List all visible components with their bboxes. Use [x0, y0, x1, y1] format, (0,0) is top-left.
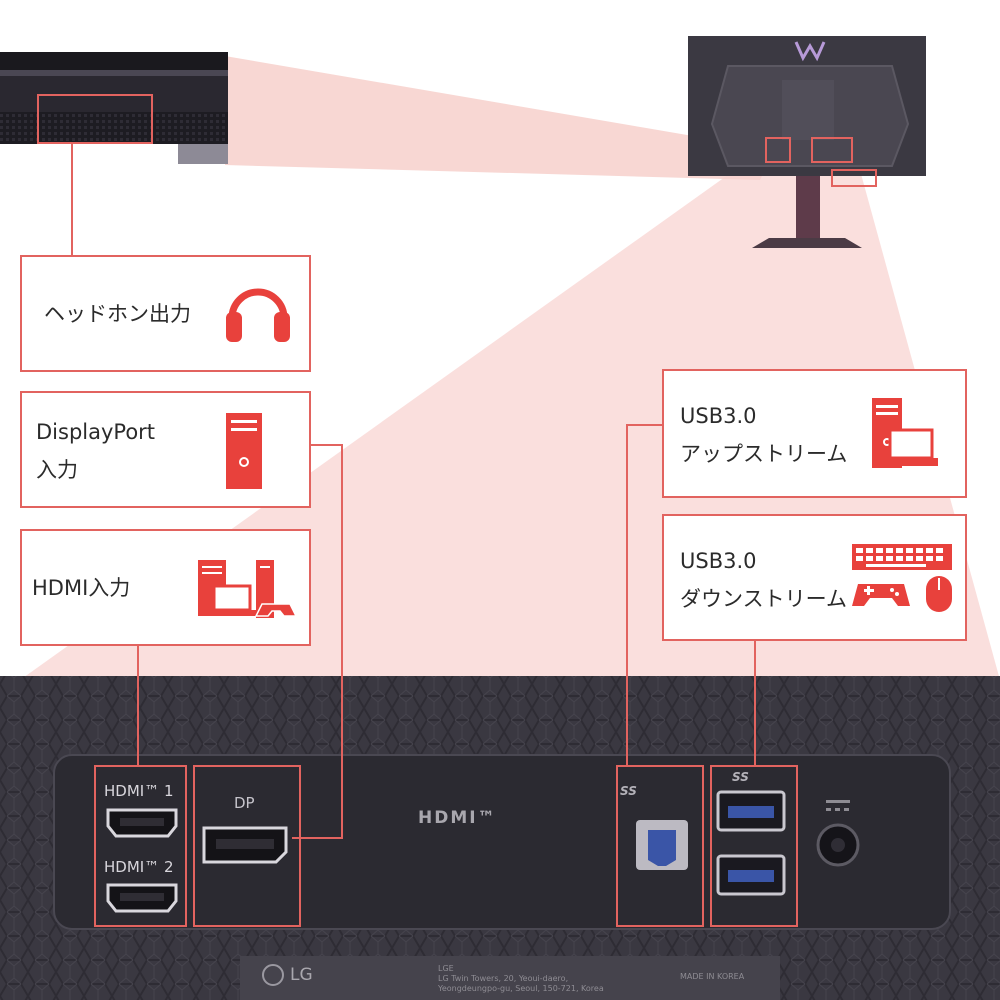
usb-superspeed-downstream-mark: SS — [732, 770, 749, 784]
usb-a-downstream-port-1 — [716, 790, 786, 832]
headphone-output-label: ヘッドホン出力 — [44, 302, 191, 326]
hdmi-2-label: HDMI™ 2 — [104, 858, 174, 876]
usb-upstream-label-line2: アップストリーム — [680, 442, 848, 466]
connector-lines — [71, 143, 756, 839]
monitor-rear-thumbnail — [688, 36, 926, 248]
headphone-jack-closeup — [0, 52, 228, 164]
port-highlights — [94, 765, 798, 927]
rear-label-address-1: LG Twin Towers, 20, Yeoui-daero, — [438, 974, 569, 983]
hdmi-1-port — [106, 808, 178, 838]
hdmi-input-label: HDMI入力 — [32, 576, 131, 600]
rear-label-brand: LG — [290, 965, 313, 985]
dp-label: DP — [234, 794, 255, 812]
usb-downstream-label-line2: ダウンストリーム — [680, 587, 847, 611]
displayport-input-callout: DisplayPort 入力 — [20, 391, 311, 508]
dc-power-port — [816, 800, 860, 867]
hdmi-input-callout: HDMI入力 — [20, 529, 311, 646]
displayport-port — [202, 826, 288, 864]
rear-label-address-2: Yeongdeungpo-gu, Seoul, 150-721, Korea — [438, 984, 604, 993]
usb-downstream-callout: USB3.0 ダウンストリーム — [662, 514, 967, 641]
rear-label-lg-logo — [262, 964, 284, 986]
usb-b-upstream-port — [636, 820, 688, 870]
usb-a-downstream-port-2 — [716, 854, 786, 896]
usb-superspeed-upstream-mark: SS — [620, 784, 637, 798]
hdmi-logo: HDMI™ — [418, 808, 497, 828]
usb-upstream-callout: USB3.0 アップストリーム — [662, 369, 967, 498]
displayport-label-line1: DisplayPort — [36, 420, 156, 444]
hdmi-2-port — [106, 883, 178, 913]
rear-label-made-in: MADE IN KOREA — [680, 972, 745, 981]
hdmi-1-label: HDMI™ 1 — [104, 782, 174, 800]
displayport-label-line2: 入力 — [36, 458, 78, 482]
usb-downstream-label-line1: USB3.0 — [680, 549, 757, 573]
headphone-output-callout: ヘッドホン出力 — [20, 255, 311, 372]
rear-label-company: LGE — [438, 964, 454, 973]
usb-upstream-label-line1: USB3.0 — [680, 404, 757, 428]
